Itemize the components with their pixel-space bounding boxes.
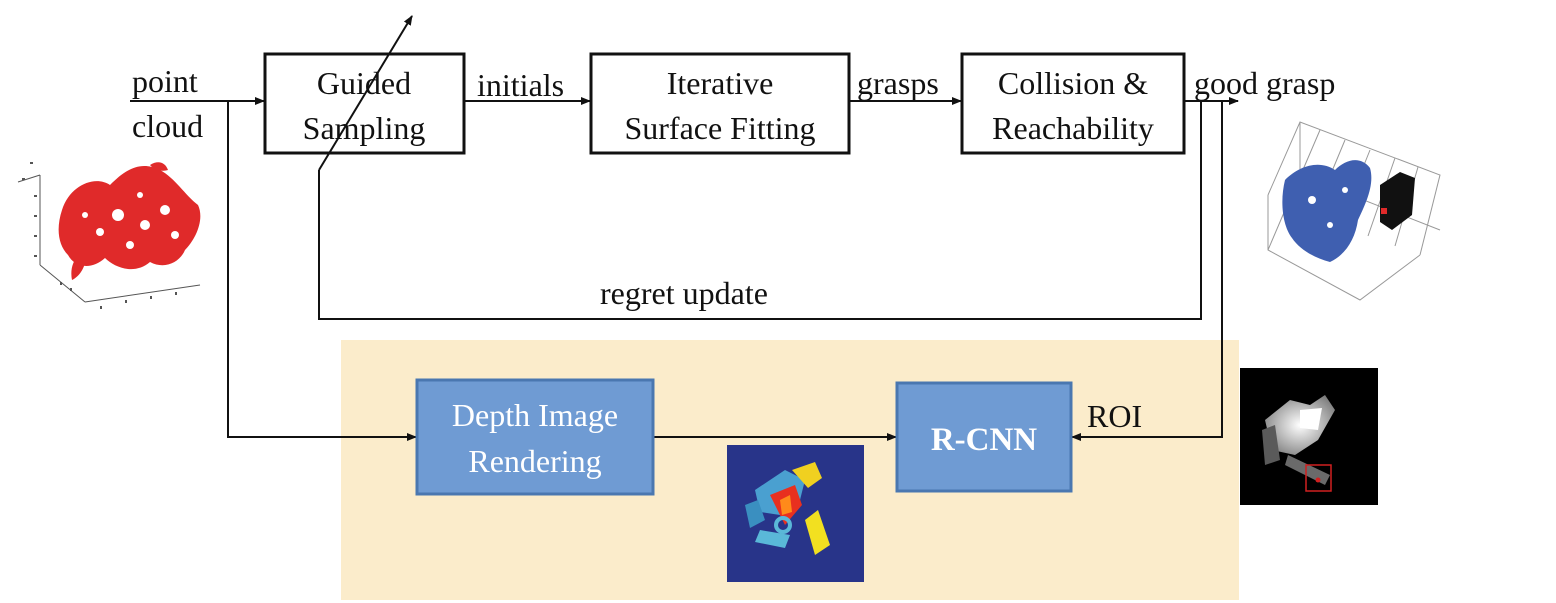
grasp-result-image bbox=[1267, 121, 1441, 301]
guided-sampling-box: Guided Sampling bbox=[263, 52, 466, 155]
depth-rendering-line1: Depth Image bbox=[452, 397, 618, 433]
roi-label: ROI bbox=[1087, 398, 1142, 434]
point-label: point bbox=[132, 63, 198, 99]
point-cloud-image bbox=[17, 162, 201, 309]
depth-colormap-image bbox=[727, 445, 864, 582]
cloud-label: cloud bbox=[132, 108, 203, 144]
rcnn-box: R-CNN bbox=[895, 381, 1073, 493]
collision-line1: Collision & bbox=[998, 65, 1148, 101]
collision-line2: Reachability bbox=[992, 110, 1154, 146]
regret-loop bbox=[318, 101, 1202, 320]
guided-sampling-line2: Sampling bbox=[303, 110, 426, 146]
depth-rendering-line2: Rendering bbox=[468, 443, 601, 479]
rcnn-label: R-CNN bbox=[931, 422, 1037, 458]
arrow-to-depth bbox=[227, 101, 417, 441]
initials-label: initials bbox=[477, 67, 564, 103]
good-grasp-label: good grasp bbox=[1194, 65, 1335, 101]
depth-grayscale-image bbox=[1240, 368, 1378, 505]
connectors bbox=[130, 15, 1239, 441]
surface-fitting-line2: Surface Fitting bbox=[624, 110, 815, 146]
arrow-roi bbox=[1071, 101, 1223, 441]
surface-fitting-box: Iterative Surface Fitting bbox=[589, 52, 851, 155]
regret-diagonal-arrow bbox=[318, 15, 413, 171]
surface-fitting-line1: Iterative bbox=[667, 65, 774, 101]
grasps-label: grasps bbox=[857, 65, 939, 101]
regret-update-label: regret update bbox=[600, 275, 768, 311]
depth-rendering-box: Depth Image Rendering bbox=[415, 378, 655, 496]
collision-box: Collision & Reachability bbox=[960, 52, 1186, 155]
